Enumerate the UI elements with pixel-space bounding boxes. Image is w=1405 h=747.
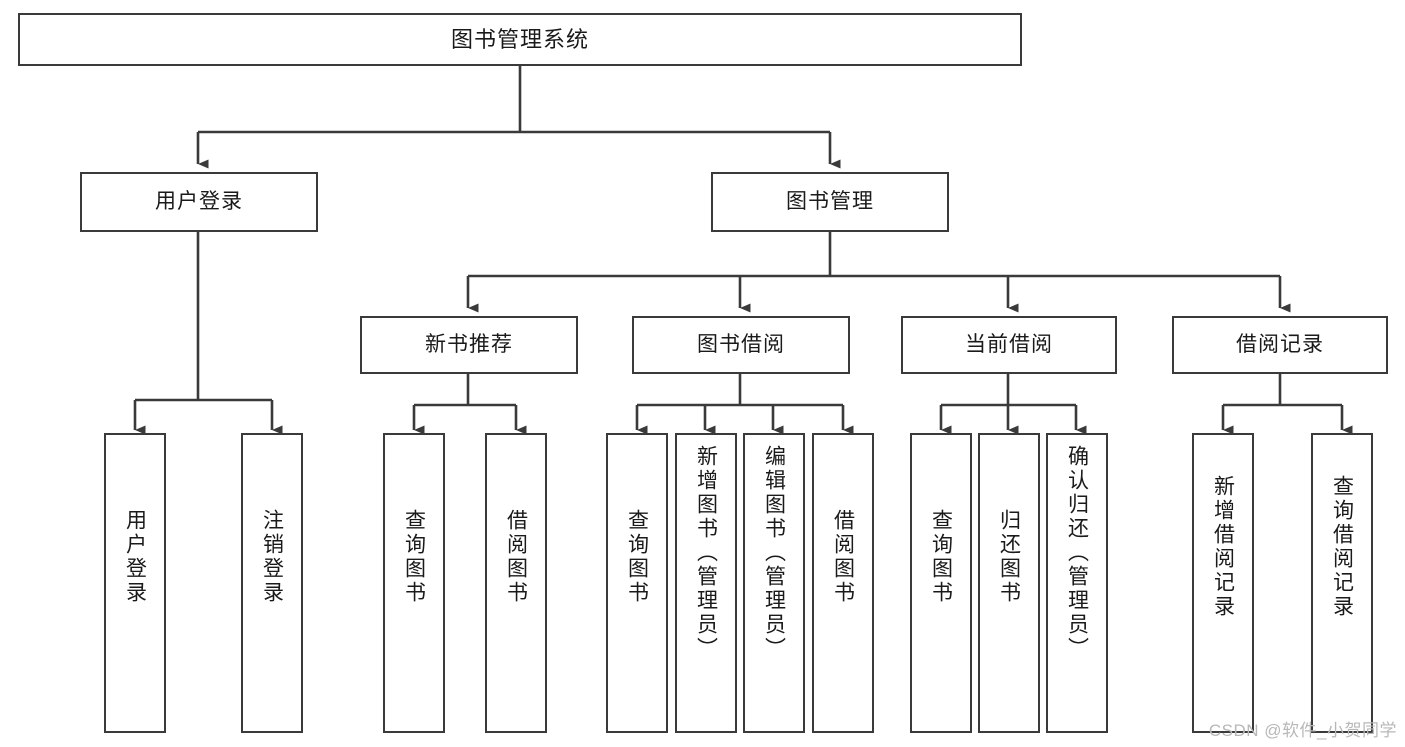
node-leaf-logout-login-label: 注销登录 — [260, 509, 284, 605]
watermark: CSDN @软件_小贺同学 — [1208, 721, 1397, 740]
node-leaf-query-record[interactable]: 查询借阅记录 — [1311, 433, 1373, 733]
node-leaf-borrow-book-2-label: 借阅图书 — [831, 509, 855, 605]
node-leaf-add-book[interactable]: 新增图书（管理员） — [675, 433, 737, 733]
node-leaf-edit-book[interactable]: 编辑图书（管理员） — [743, 433, 805, 733]
node-user-login[interactable]: 用户登录 — [80, 172, 318, 232]
node-book-borrow[interactable]: 图书借阅 — [632, 316, 850, 374]
node-leaf-add-book-label: 新增图书（管理员） — [694, 445, 718, 661]
node-leaf-query-book-3[interactable]: 查询图书 — [910, 433, 972, 733]
node-leaf-query-book-3-label: 查询图书 — [929, 509, 953, 605]
node-book-manage[interactable]: 图书管理 — [711, 172, 949, 232]
node-borrow-record-label: 借阅记录 — [1236, 332, 1324, 356]
node-leaf-query-book-1[interactable]: 查询图书 — [383, 433, 445, 733]
node-new-book-recommend[interactable]: 新书推荐 — [360, 316, 578, 374]
node-leaf-borrow-book-1[interactable]: 借阅图书 — [485, 433, 547, 733]
node-leaf-borrow-book-2[interactable]: 借阅图书 — [812, 433, 874, 733]
node-leaf-add-record[interactable]: 新增借阅记录 — [1192, 433, 1254, 733]
node-leaf-confirm-return[interactable]: 确认归还（管理员） — [1046, 433, 1108, 733]
node-current-borrow-label: 当前借阅 — [965, 332, 1053, 356]
node-root-label: 图书管理系统 — [450, 26, 589, 52]
node-leaf-borrow-book-1-label: 借阅图书 — [504, 509, 528, 605]
node-borrow-record[interactable]: 借阅记录 — [1172, 316, 1388, 374]
node-leaf-add-record-label: 新增借阅记录 — [1211, 475, 1235, 619]
node-leaf-user-login[interactable]: 用户登录 — [104, 433, 166, 733]
node-leaf-return-book[interactable]: 归还图书 — [978, 433, 1040, 733]
node-book-manage-label: 图书管理 — [786, 189, 874, 213]
node-leaf-query-book-2[interactable]: 查询图书 — [606, 433, 668, 733]
node-new-book-recommend-label: 新书推荐 — [425, 332, 513, 356]
node-book-borrow-label: 图书借阅 — [697, 332, 785, 356]
node-leaf-user-login-label: 用户登录 — [123, 509, 147, 605]
node-leaf-confirm-return-label: 确认归还（管理员） — [1065, 445, 1089, 661]
node-leaf-return-book-label: 归还图书 — [997, 509, 1021, 605]
node-leaf-edit-book-label: 编辑图书（管理员） — [762, 445, 786, 661]
node-root[interactable]: 图书管理系统 — [18, 13, 1022, 66]
node-current-borrow[interactable]: 当前借阅 — [901, 316, 1117, 374]
node-leaf-logout-login[interactable]: 注销登录 — [241, 433, 303, 733]
node-leaf-query-book-2-label: 查询图书 — [625, 509, 649, 605]
node-leaf-query-book-1-label: 查询图书 — [402, 509, 426, 605]
node-user-login-label: 用户登录 — [155, 189, 243, 213]
node-leaf-query-record-label: 查询借阅记录 — [1330, 475, 1354, 619]
